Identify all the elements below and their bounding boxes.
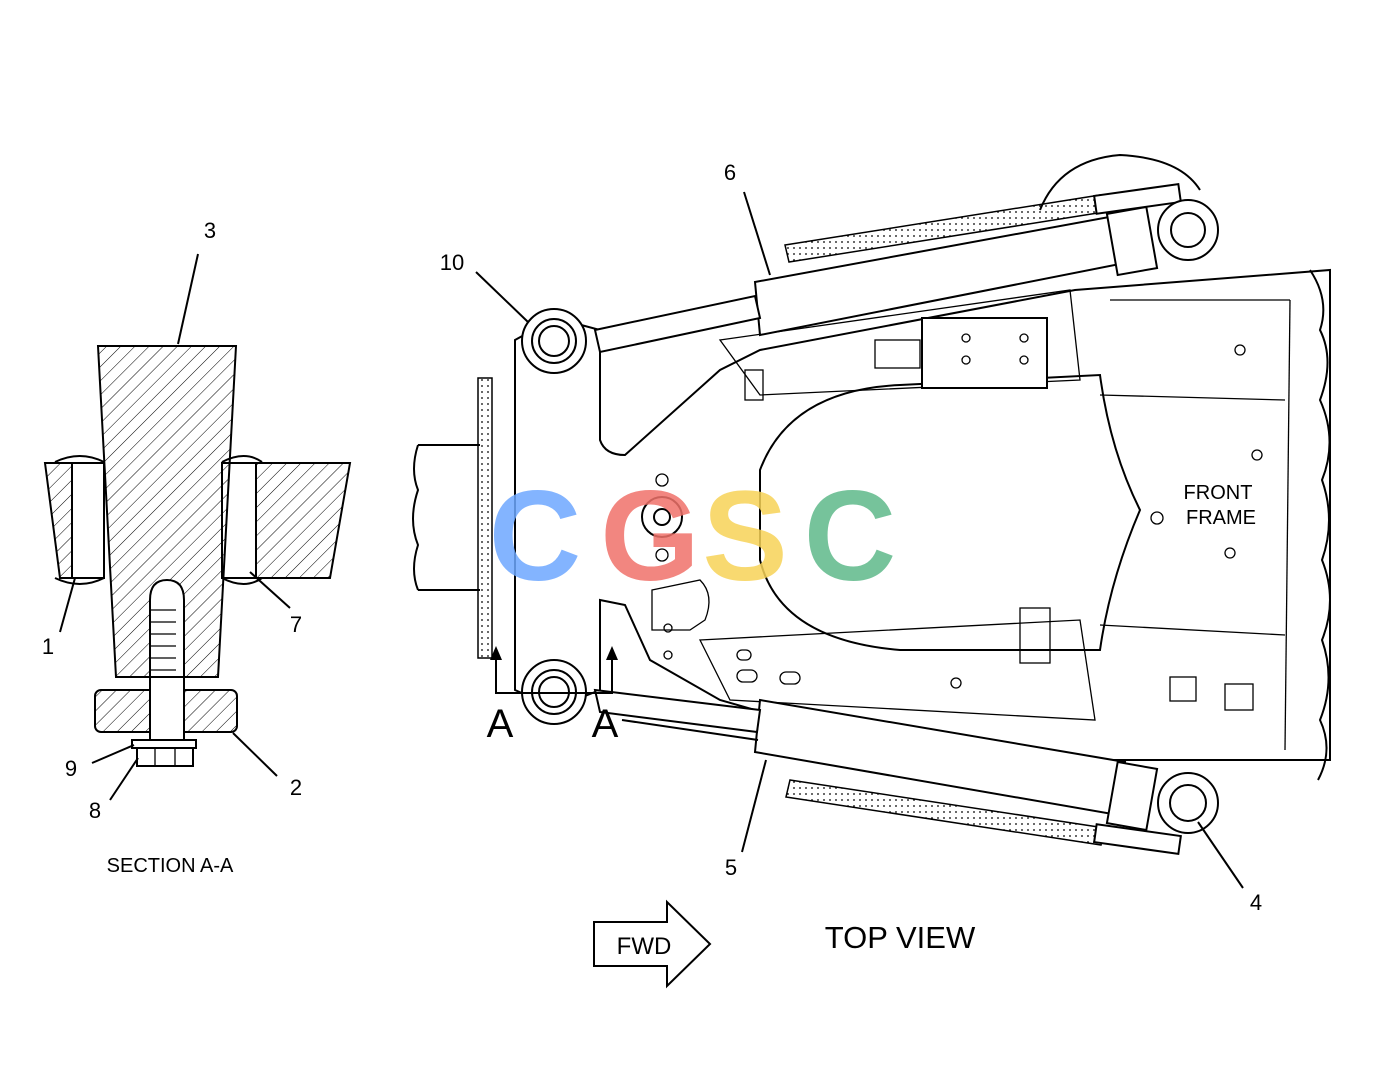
section-title: SECTION A-A [107, 855, 234, 877]
section-callouts: 3 1 7 2 9 8 SECTION A-A [42, 218, 302, 877]
top-view-labels: 6 10 5 4 A A FRONT FRAME FWD TOP VIEW [440, 160, 1262, 960]
watermark-letter: S [702, 465, 787, 608]
watermark-letter: C [489, 465, 581, 608]
callout-9: 9 [65, 756, 77, 781]
callout-5: 5 [725, 855, 737, 880]
watermark-letter: G [600, 465, 700, 608]
section-a-a-drawing [43, 253, 352, 801]
section-marker-left: A [487, 702, 514, 746]
callout-6: 6 [724, 160, 736, 185]
callout-4: 4 [1250, 890, 1262, 915]
callout-10: 10 [440, 250, 464, 275]
callout-3: 3 [204, 218, 216, 243]
callout-2: 2 [290, 775, 302, 800]
front-frame-label-line2: FRAME [1186, 507, 1256, 529]
watermark-letter: C [804, 465, 896, 608]
callout-7: 7 [290, 612, 302, 637]
section-marker-right: A [592, 702, 619, 746]
watermark-logo: C G S C [489, 465, 896, 608]
callout-1: 1 [42, 634, 54, 659]
top-view-title: TOP VIEW [825, 920, 976, 955]
callout-8: 8 [89, 798, 101, 823]
fwd-arrow-label: FWD [617, 933, 672, 960]
front-frame-label-line1: FRONT [1184, 482, 1253, 504]
top-view-drawing [412, 153, 1331, 989]
